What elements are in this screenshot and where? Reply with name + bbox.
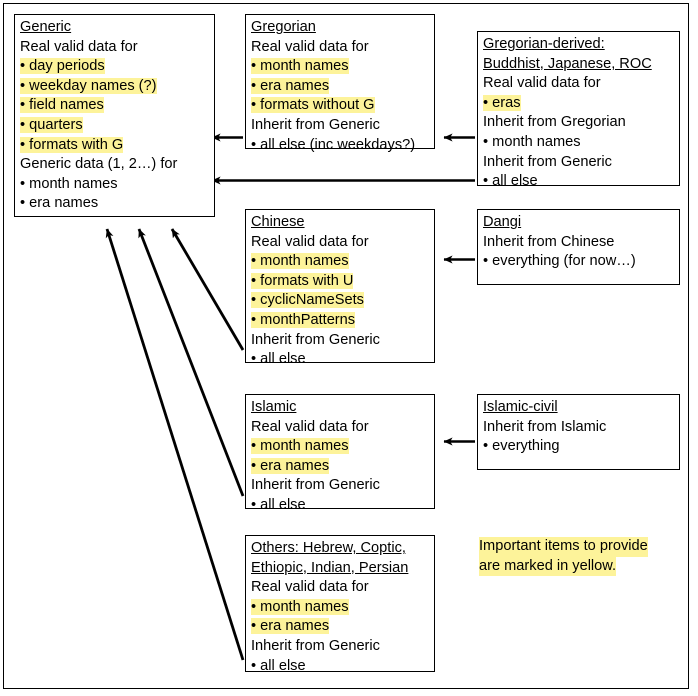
node-islamic-section-inherit: Inherit from Generic [251, 477, 380, 494]
node-generic-section-real: Real valid data for [20, 38, 138, 55]
node-chinese[interactable]: Chinese Real valid data for • month name… [245, 209, 435, 367]
node-gregorian-section-inherit: Inherit from Generic [251, 116, 380, 133]
node-gregorian-derived-title-line1: Gregorian-derived: [483, 36, 605, 52]
node-generic-item-month-names: • month names [20, 175, 118, 192]
node-gregorian[interactable]: Gregorian Real valid data for • month na… [245, 14, 435, 153]
node-chinese-section-real: Real valid data for [251, 233, 369, 250]
node-gregorian-derived[interactable]: Gregorian-derived: Buddhist, Japanese, R… [477, 31, 680, 189]
node-islamic-civil-section-inherit: Inherit from Islamic [483, 418, 607, 435]
node-dangi-section-inherit: Inherit from Chinese [483, 233, 615, 250]
node-gregorian-item-month-names: • month names [251, 58, 349, 75]
node-gregorian-section-real: Real valid data for [251, 38, 369, 55]
node-dangi-item-everything: • everything (for now…) [483, 253, 636, 270]
node-gregorian-derived-section-inherit-gregorian: Inherit from Gregorian [483, 114, 626, 131]
diagram-outer-frame [3, 3, 689, 689]
node-chinese-item-all-else: • all else [251, 351, 306, 368]
node-gregorian-derived-section-inherit-generic: Inherit from Generic [483, 153, 612, 170]
node-gregorian-derived-item-month-names: • month names [483, 133, 581, 150]
node-gregorian-derived-title-line2: Buddhist, Japanese, ROC [483, 55, 652, 72]
node-others-item-all-else: • all else [251, 657, 306, 674]
node-gregorian-item-era-names: • era names [251, 77, 330, 94]
node-others-section-real: Real valid data for [251, 579, 369, 596]
legend-line-2: are marked in yellow. [479, 556, 617, 577]
node-generic-section-generic-data: Generic data (1, 2…) for [20, 156, 178, 173]
node-others-title-line1: Others: Hebrew, Coptic, [251, 540, 406, 556]
node-generic-item-formats-with-g: • formats with G [20, 136, 124, 153]
node-islamic-title: Islamic [251, 399, 297, 415]
node-chinese-item-formats-with-u: • formats with U [251, 272, 354, 289]
node-dangi-title: Dangi [483, 214, 522, 230]
node-chinese-title: Chinese [251, 214, 305, 230]
node-gregorian-derived-section-real: Real valid data for [483, 75, 601, 92]
node-dangi[interactable]: Dangi Inherit from Chinese • everything … [477, 209, 680, 285]
node-chinese-item-cyclicnamesets: • cyclicNameSets [251, 292, 364, 309]
node-generic-item-quarters: • quarters [20, 116, 83, 133]
node-generic[interactable]: Generic Real valid data for • day period… [14, 14, 215, 217]
node-gregorian-title: Gregorian [251, 19, 316, 35]
node-chinese-item-monthpatterns: • monthPatterns [251, 311, 356, 328]
node-islamic-item-all-else: • all else [251, 496, 306, 513]
node-gregorian-derived-item-all-else: • all else [483, 173, 538, 190]
legend-line-1: Important items to provide [479, 537, 648, 557]
node-gregorian-item-formats-without-g: • formats without G [251, 97, 375, 114]
node-islamic-civil-title: Islamic-civil [483, 399, 558, 415]
node-islamic-section-real: Real valid data for [251, 418, 369, 435]
node-gregorian-derived-item-eras: • eras [483, 94, 521, 111]
node-islamic[interactable]: Islamic Real valid data for • month name… [245, 394, 435, 513]
node-islamic-item-month-names: • month names [251, 438, 349, 455]
node-islamic-civil[interactable]: Islamic-civil Inherit from Islamic • eve… [477, 394, 680, 470]
node-generic-item-field-names: • field names [20, 97, 104, 114]
node-others-item-era-names: • era names [251, 618, 330, 635]
node-others[interactable]: Others: Hebrew, Coptic, Ethiopic, Indian… [245, 535, 435, 674]
node-islamic-civil-item-everything: • everything [483, 438, 560, 455]
node-generic-item-day-periods: • day periods [20, 58, 105, 75]
node-chinese-section-inherit: Inherit from Generic [251, 331, 380, 348]
node-chinese-item-month-names: • month names [251, 253, 349, 270]
node-gregorian-item-all-else: • all else (inc weekdays?) [251, 136, 416, 153]
node-generic-title: Generic [20, 19, 72, 35]
node-others-item-month-names: • month names [251, 598, 349, 615]
node-islamic-item-era-names: • era names [251, 457, 330, 474]
node-others-title-line2: Ethiopic, Indian, Persian [251, 559, 409, 576]
node-generic-item-weekday-names: • weekday names (?) [20, 77, 157, 94]
node-generic-item-era-names: • era names [20, 195, 99, 212]
node-others-section-inherit: Inherit from Generic [251, 637, 380, 654]
legend-note: Important items to provide are marked in… [479, 537, 648, 577]
